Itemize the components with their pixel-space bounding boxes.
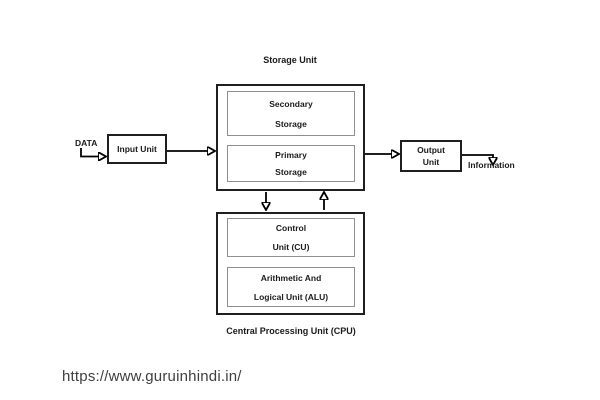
source-url-text: https://www.guruinhindi.in/ — [62, 368, 242, 385]
alu-line1: Arithmetic And — [260, 272, 322, 283]
control-unit-box: Control Unit (CU) — [227, 218, 355, 257]
input-unit-box: Input Unit — [107, 134, 167, 164]
output-to-info-arrow — [462, 154, 493, 158]
primary-storage-line2: Storage — [275, 167, 307, 177]
control-unit-line1: Control — [275, 223, 307, 233]
storage-unit-title: Storage Unit — [263, 55, 317, 65]
cpu-title: Central Processing Unit (CPU) — [226, 326, 356, 336]
output-unit-line2: Unit — [422, 157, 440, 167]
data-label: DATA — [75, 138, 98, 148]
secondary-storage-line2: Storage — [275, 118, 307, 129]
input-unit-label: Input Unit — [117, 143, 157, 154]
secondary-storage-box: Secondary Storage — [227, 91, 355, 136]
alu-line2: Logical Unit (ALU) — [253, 291, 329, 302]
primary-storage-line1: Primary — [275, 150, 307, 160]
information-label: Information — [468, 160, 515, 170]
alu-box: Arithmetic And Logical Unit (ALU) — [227, 267, 355, 307]
output-unit-line1: Output — [417, 145, 445, 155]
secondary-storage-line1: Secondary — [269, 98, 313, 109]
data-to-input-arrow — [80, 148, 99, 157]
output-unit-box: Output Unit — [400, 140, 462, 172]
control-unit-line2: Unit (CU) — [272, 242, 310, 252]
primary-storage-box: Primary Storage — [227, 145, 355, 182]
